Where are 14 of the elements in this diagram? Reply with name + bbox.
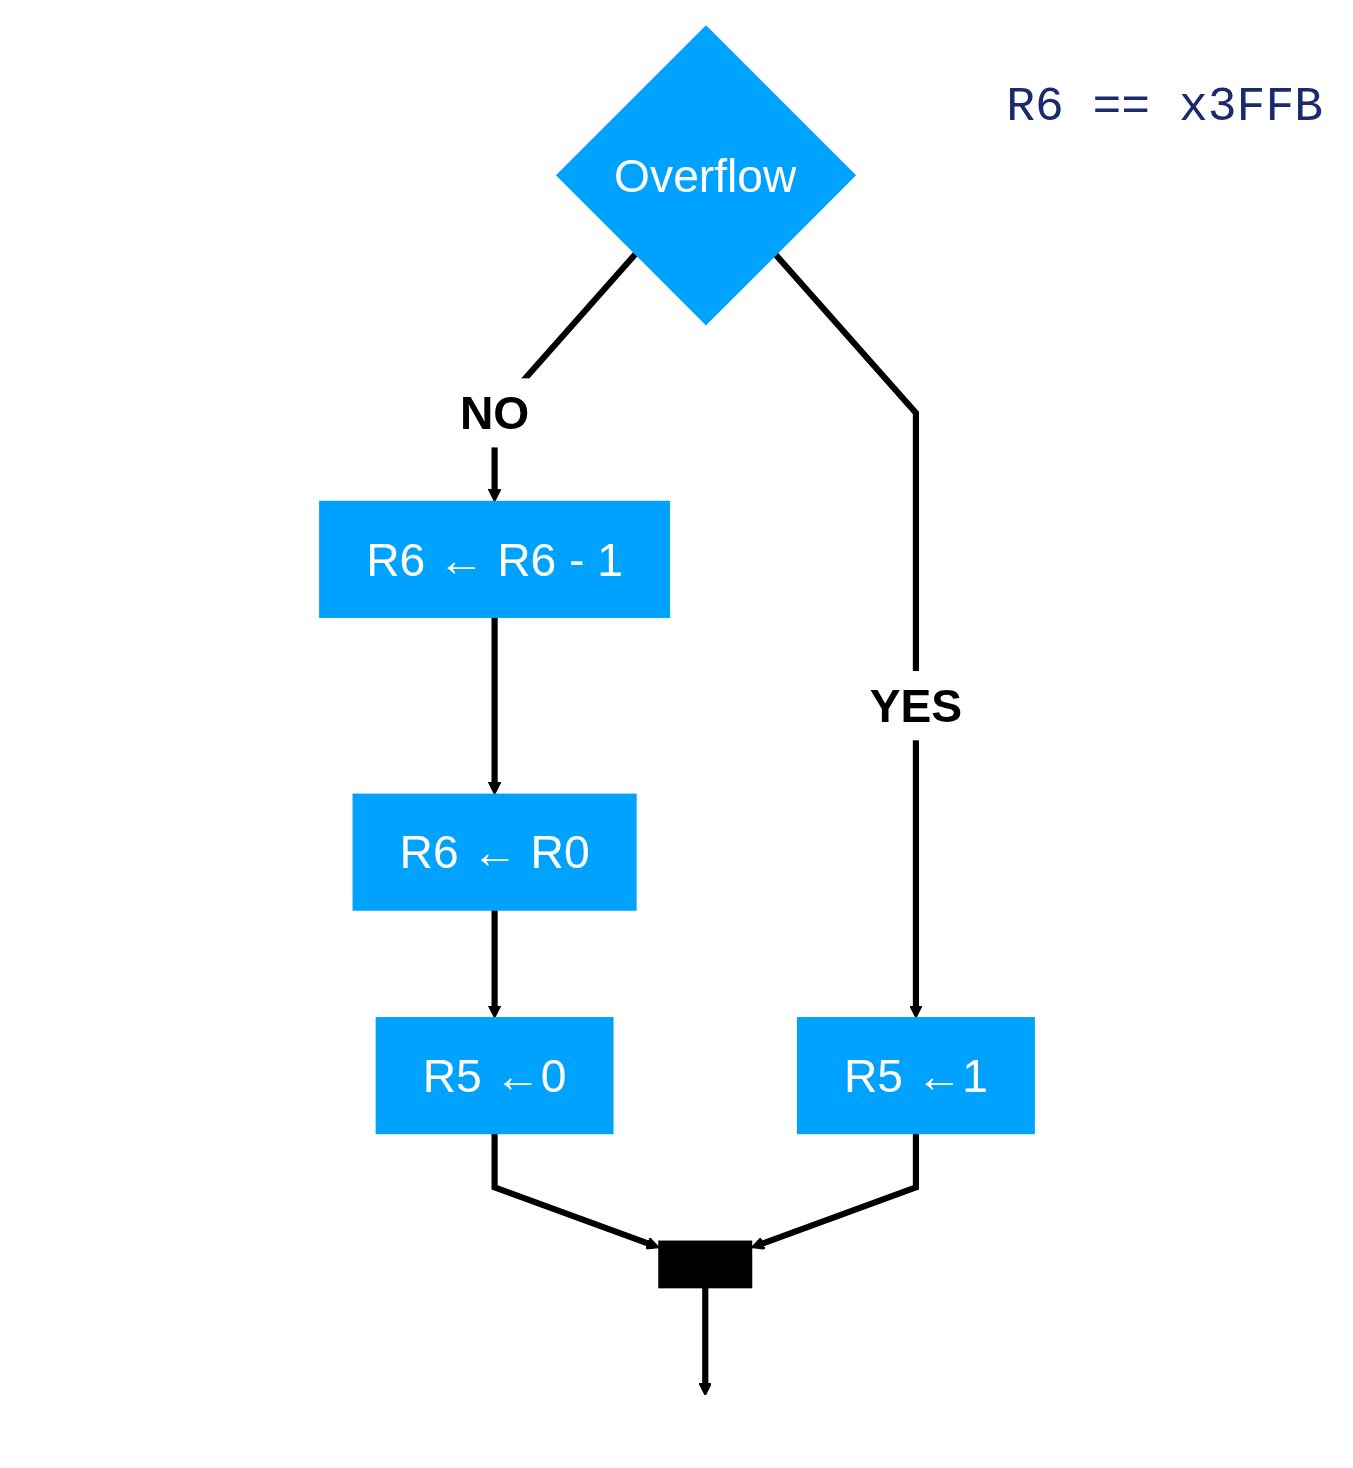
arrow xyxy=(487,617,501,795)
node-diamond: Overflow xyxy=(555,25,856,326)
node-box: R5 ←1 xyxy=(796,1017,1035,1135)
arrow xyxy=(750,1133,919,1250)
arrow xyxy=(772,252,923,1019)
condition-label: R6 == x3FFB xyxy=(1006,80,1323,134)
edge-label: YES xyxy=(869,680,962,732)
edge-label: NO xyxy=(459,387,529,439)
node-bar xyxy=(657,1240,752,1289)
node-box: R5 ←0 xyxy=(375,1017,614,1135)
arrow xyxy=(698,1287,712,1397)
node-box: R6 ← R0 xyxy=(352,793,637,911)
node-box: R6 ← R6 - 1 xyxy=(318,500,670,618)
arrow xyxy=(487,909,501,1019)
